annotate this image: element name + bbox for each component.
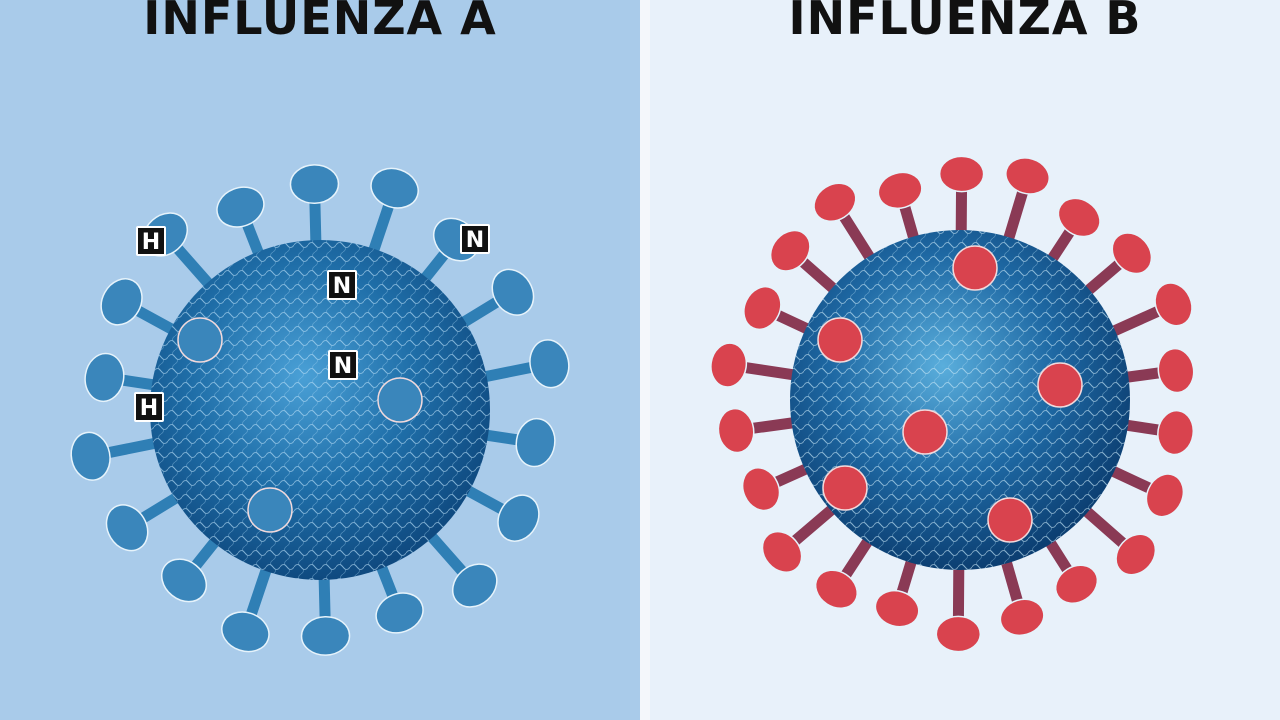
n-marker-top-right: N xyxy=(460,224,490,254)
spike-a-tip xyxy=(289,164,340,205)
h-marker-top: H xyxy=(136,226,166,256)
panel-divider xyxy=(640,0,650,720)
spike-b-tip xyxy=(1054,564,1099,604)
influenza-a-virus xyxy=(70,164,570,656)
spike-b-tip xyxy=(1111,232,1153,275)
surface-bump-a xyxy=(177,317,223,363)
surface-bump-a xyxy=(247,487,293,533)
spike-a-tip xyxy=(84,352,125,403)
spike-a-tip xyxy=(370,167,419,209)
spike-b-tip xyxy=(717,407,755,454)
spike-a-tip xyxy=(497,494,540,542)
influenza-b-virus xyxy=(710,155,1195,653)
spike-b-tip xyxy=(1157,409,1195,456)
spike-b-tip xyxy=(1115,533,1157,576)
spike-a-tip xyxy=(491,268,535,316)
spike-b-tip xyxy=(877,171,923,210)
spike-b-tip xyxy=(1157,347,1195,394)
influenza-a-title: INFLUENZA A xyxy=(143,0,497,45)
spike-b-tip xyxy=(935,615,982,653)
spike-a-tip xyxy=(105,504,149,552)
surface-bump-b xyxy=(952,245,998,291)
spike-b-tip xyxy=(769,229,811,272)
spike-b-tip xyxy=(1145,473,1185,518)
spike-b-tip xyxy=(813,182,857,222)
spike-a-tip xyxy=(216,186,265,228)
spike-b-tip xyxy=(814,569,858,610)
spike-b-tip xyxy=(1005,157,1050,195)
spike-b-tip xyxy=(874,589,920,628)
surface-bump-a xyxy=(377,377,423,423)
spike-a-tip xyxy=(529,339,570,389)
influenza-b-panel: INFLUENZA B xyxy=(650,0,1280,720)
spike-a-tip xyxy=(451,563,498,608)
spike-b-tip xyxy=(1154,282,1193,327)
spike-a-tip xyxy=(515,417,556,468)
influenza-b-title: INFLUENZA B xyxy=(788,0,1142,45)
spike-b-tip xyxy=(999,598,1045,637)
n-marker-center-top: N xyxy=(327,270,357,300)
surface-bump-b xyxy=(1037,362,1083,408)
spike-b-tip xyxy=(761,530,803,573)
spike-b-tip xyxy=(741,467,781,512)
spike-a-tip xyxy=(100,278,143,326)
surface-bump-b xyxy=(987,497,1033,543)
spike-a-tip xyxy=(221,611,270,653)
influenza-a-panel: INFLUENZA A H H N N N xyxy=(0,0,640,720)
n-marker-center: N xyxy=(328,350,358,380)
surface-bump-b xyxy=(902,409,948,455)
spike-b-tip xyxy=(938,155,985,193)
spike-b-tip xyxy=(1057,197,1101,238)
spike-b-tip xyxy=(743,285,782,331)
surface-bump-b xyxy=(822,465,868,511)
h-marker-left: H xyxy=(134,392,164,422)
spike-b-tip xyxy=(710,342,748,388)
spike-a-tip xyxy=(161,558,208,603)
spike-a-tip xyxy=(375,592,424,634)
surface-bump-b xyxy=(817,317,863,363)
spike-a-tip xyxy=(300,615,351,656)
spike-a-tip xyxy=(70,431,111,481)
